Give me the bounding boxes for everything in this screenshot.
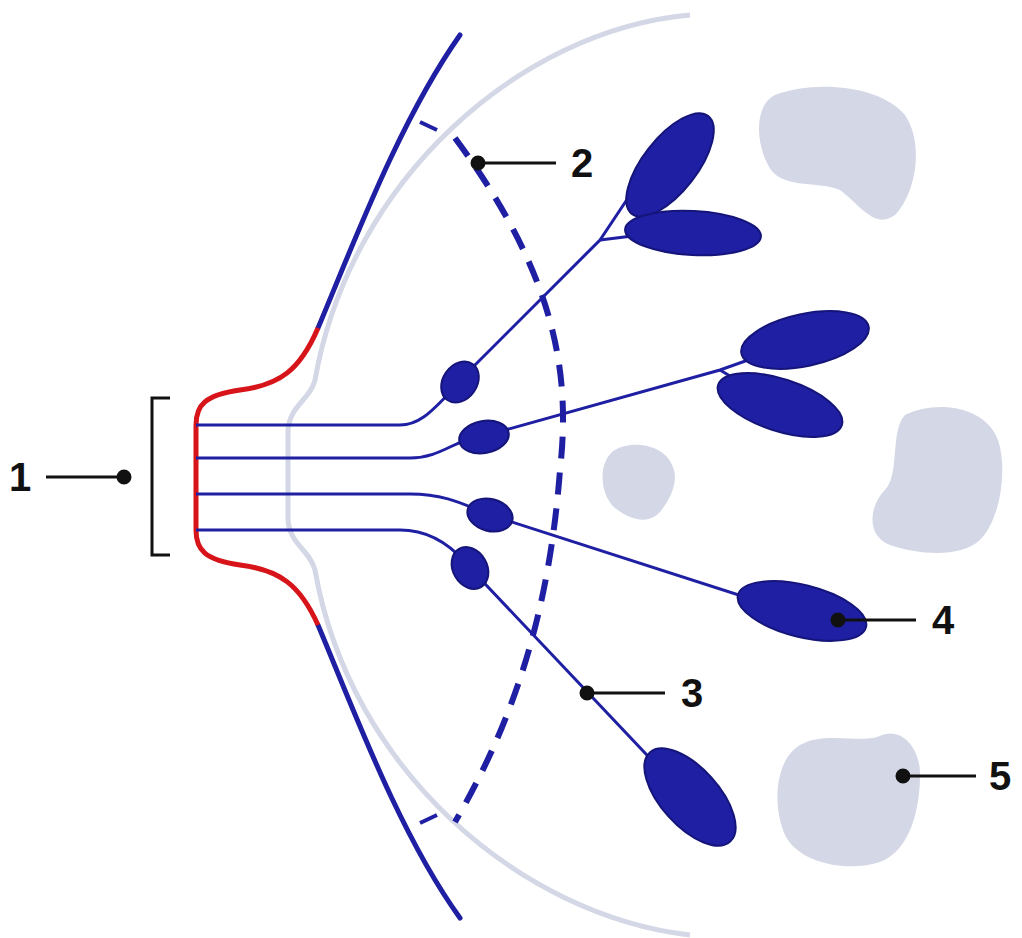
outer-layer <box>318 625 460 918</box>
dashed-boundary <box>455 138 563 822</box>
callout-number: 3 <box>681 673 703 713</box>
tick <box>420 815 437 823</box>
leader-lines <box>46 157 976 782</box>
tick <box>420 122 437 130</box>
callout-number: 1 <box>9 457 31 497</box>
cell-blob <box>759 87 916 220</box>
background-cells <box>603 87 1003 866</box>
callout-number: 2 <box>571 143 593 183</box>
cell-blob <box>873 407 1003 553</box>
cell-blob <box>603 445 675 520</box>
red-segment <box>196 328 318 625</box>
callout-number: 5 <box>989 756 1011 796</box>
cell-bodies <box>433 100 874 861</box>
bracket <box>152 398 170 555</box>
membrane-outline <box>288 15 690 935</box>
outer-layer <box>318 35 460 328</box>
callout-number: 4 <box>932 600 954 640</box>
cell-blob <box>777 733 920 866</box>
fibers <box>196 165 790 790</box>
